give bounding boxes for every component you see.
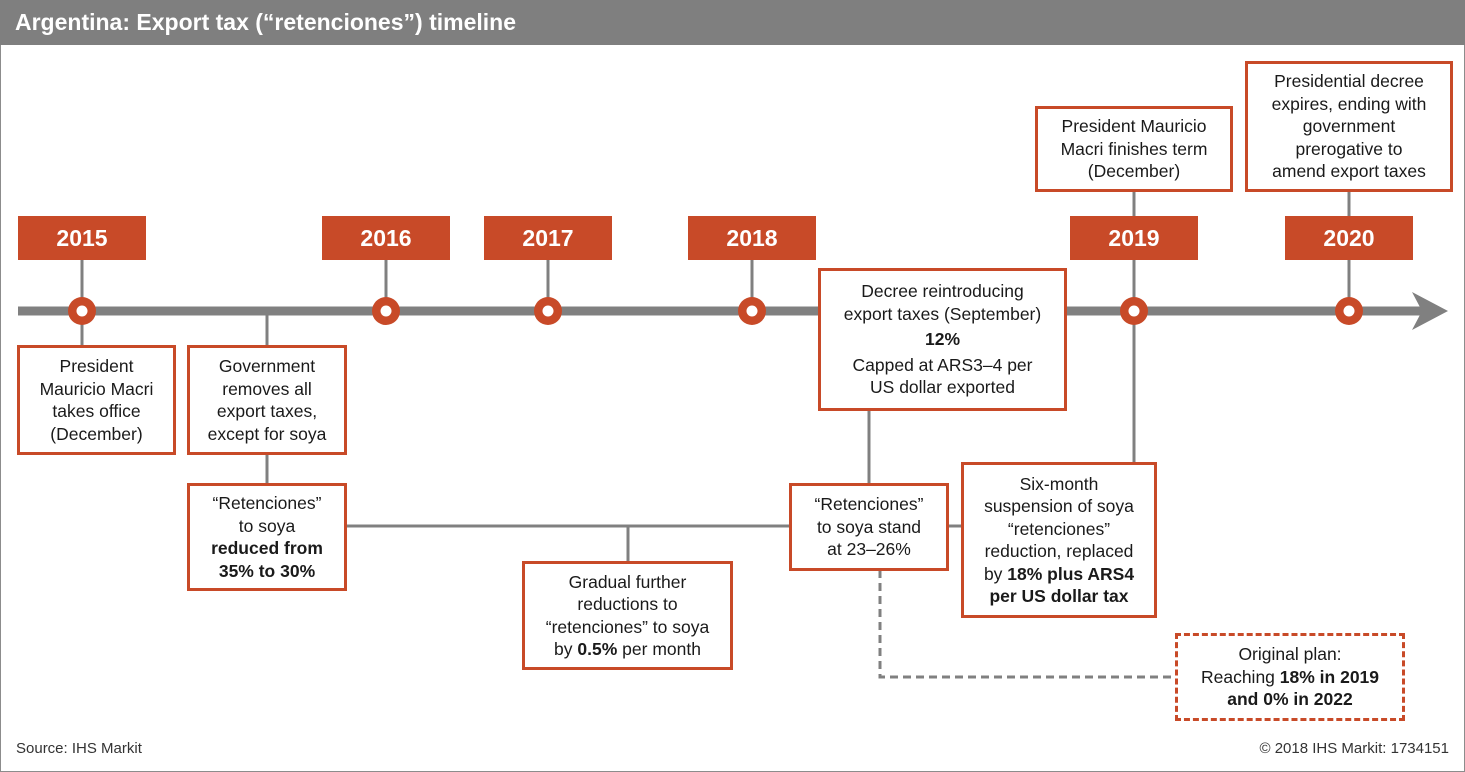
event-gradual-reductions: Gradual further reductions to “retencion… [522,561,733,670]
event-six-month-suspension: Six-month suspension of soya “retencione… [961,462,1157,618]
source-note: Source: IHS Markit [16,740,142,757]
copyright-note: © 2018 IHS Markit: 1734151 [1259,740,1450,757]
event-macri-finishes-term: President Mauricio Macri finishes term (… [1035,106,1233,192]
connector-original-plan [878,570,1177,679]
year-label-2018: 2018 [688,216,816,260]
year-label-2015: 2015 [18,216,146,260]
event-retenciones-reduced: “Retenciones” to soya reduced from 35% t… [187,483,347,591]
year-label-2016: 2016 [322,216,450,260]
header-bar: Argentina: Export tax (“retenciones”) ti… [0,0,1465,45]
year-label-2020: 2020 [1285,216,1413,260]
event-original-plan: Original plan: Reaching 18% in 2019 and … [1175,633,1405,721]
event-decree-reintroducing: Decree reintroducing export taxes (Septe… [818,268,1067,411]
event-decree-expires: Presidential decree expires, ending with… [1245,61,1453,192]
figure-title: Argentina: Export tax (“retenciones”) ti… [15,9,516,35]
year-label-2019: 2019 [1070,216,1198,260]
event-macri-takes-office: President Mauricio Macri takes office (D… [17,345,176,455]
event-retenciones-stand: “Retenciones” to soya stand at 23–26% [789,483,949,571]
timeline-arrowhead [1412,292,1448,330]
event-gov-removes-taxes: Government removes all export taxes, exc… [187,345,347,455]
year-label-2017: 2017 [484,216,612,260]
